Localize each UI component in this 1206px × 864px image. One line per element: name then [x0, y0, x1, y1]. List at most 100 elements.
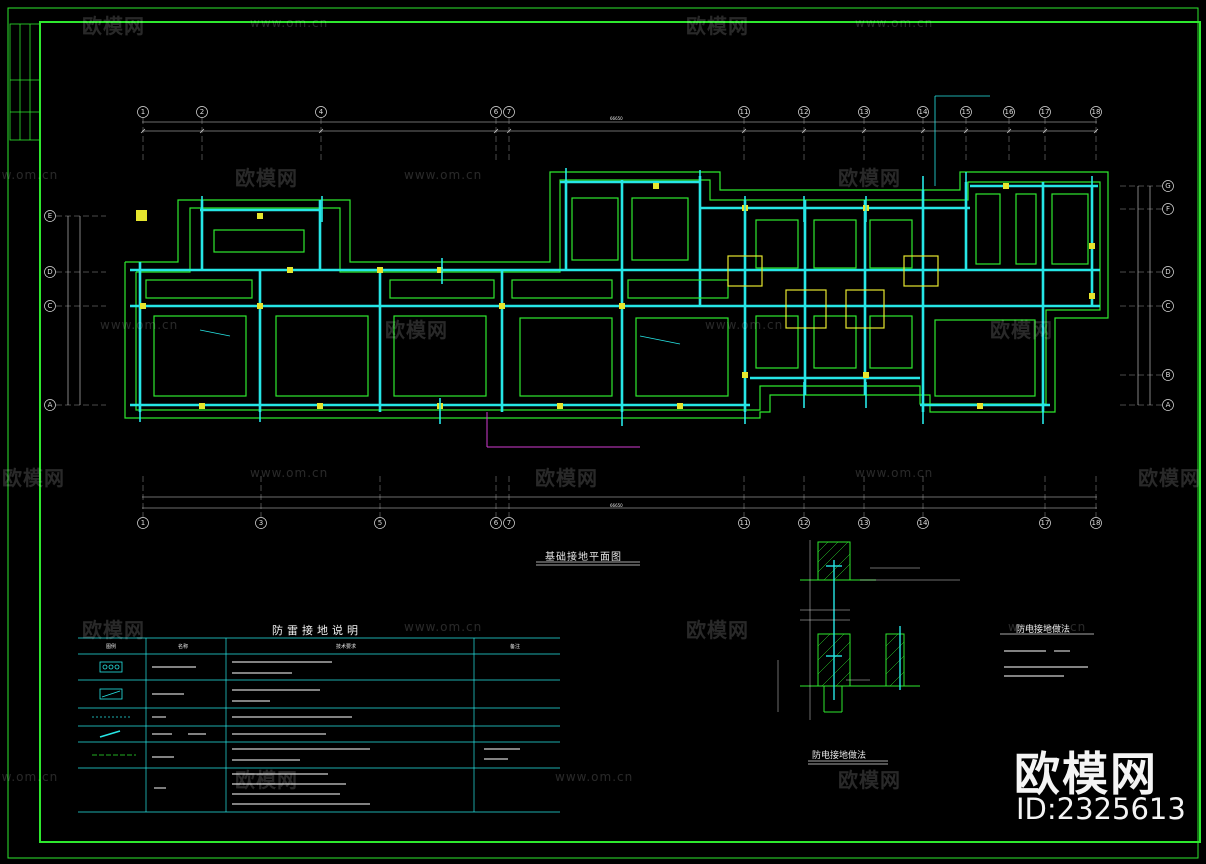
- ground-point-marker: [287, 267, 293, 273]
- ground-point-marker: [437, 267, 443, 273]
- watermark: 欧模网: [686, 618, 749, 642]
- axis-bottom-13: 13: [859, 519, 869, 527]
- axis-bottom-11-bubble: [738, 517, 750, 529]
- axis-top-13-bubble: [858, 106, 870, 118]
- notes-header-legend: 图例: [106, 644, 117, 650]
- axis-bottom-1-bubble: [137, 517, 149, 529]
- axis-right-D: D: [1165, 268, 1171, 276]
- axis-top-11-bubble: [738, 106, 750, 118]
- axis-top-16-bubble: [1003, 106, 1015, 118]
- axis-right-C-bubble: [1162, 300, 1174, 312]
- detail-title-1: 防电接地做法: [1016, 625, 1071, 635]
- watermark: 欧模网: [235, 768, 298, 792]
- ground-point-marker: [377, 267, 383, 273]
- ground-point-marker: [677, 403, 683, 409]
- watermark-url: www.om.cn: [100, 318, 179, 332]
- detail-hatch: [817, 541, 905, 687]
- axis-left-D: D: [47, 268, 53, 276]
- plan-title-underline: [536, 561, 640, 566]
- axis-bottom-3: 3: [258, 519, 264, 527]
- watermark: 欧模网: [686, 14, 749, 38]
- axis-bottom-6: 6: [493, 519, 499, 527]
- axis-top-6-bubble: [490, 106, 502, 118]
- notes-header-name: 名称: [178, 644, 189, 650]
- foundation-outline: [124, 171, 1109, 419]
- title-strip: [9, 23, 41, 141]
- axis-top-2: 2: [199, 108, 205, 116]
- axis-top-15: 15: [961, 108, 971, 116]
- axis-right-F-bubble: [1162, 203, 1174, 215]
- axis-bottom-13-bubble: [858, 517, 870, 529]
- axis-bottom-17-bubble: [1039, 517, 1051, 529]
- axis-grid: [56, 118, 1162, 517]
- detail-title-2: 防电接地做法: [812, 751, 867, 761]
- top-total-dim: 66650: [610, 116, 623, 121]
- ground-point-marker: [653, 183, 659, 189]
- watermark-url: www.om.cn: [855, 16, 934, 30]
- axis-top-15-bubble: [960, 106, 972, 118]
- axis-top-13: 13: [859, 108, 869, 116]
- watermark: 欧模网: [990, 318, 1053, 342]
- watermark: 欧模网: [82, 618, 145, 642]
- watermark-url: www.om.cn: [0, 168, 59, 182]
- detail-section: [800, 541, 920, 713]
- axis-bottom-11: 11: [739, 519, 749, 527]
- axis-left-C-bubble: [44, 300, 56, 312]
- axis-right-C: C: [1165, 302, 1171, 310]
- left-dimensions: [67, 216, 81, 405]
- watermark-url: www.om.cn: [1008, 620, 1087, 634]
- ground-point-marker: [140, 303, 146, 309]
- notes-title: 防雷接地说明: [272, 624, 362, 637]
- axis-bottom-17: 17: [1040, 519, 1050, 527]
- right-dimensions: [1137, 186, 1151, 405]
- axis-top-7-bubble: [503, 106, 515, 118]
- ground-point-marker: [257, 213, 263, 219]
- room-outlines: [145, 193, 1089, 397]
- model-id: ID:2325613: [1016, 792, 1186, 826]
- axis-right-B-bubble: [1162, 369, 1174, 381]
- axis-top-11: 11: [739, 108, 749, 116]
- axis-right-A-bubble: [1162, 399, 1174, 411]
- watermark: 欧模网: [1138, 466, 1201, 490]
- ground-point-marker: [1003, 183, 1009, 189]
- axis-top-2-bubble: [196, 106, 208, 118]
- watermark: 欧模网: [838, 768, 901, 792]
- axis-bottom-5-bubble: [374, 517, 386, 529]
- axis-bottom-1: 1: [140, 519, 146, 527]
- watermark-url: www.om.cn: [705, 318, 784, 332]
- leader-lines: [486, 412, 640, 448]
- legend-symbols: [92, 661, 136, 756]
- axis-right-G: G: [1165, 182, 1171, 190]
- axis-top-1: 1: [140, 108, 146, 116]
- top-dimensions: [140, 121, 1099, 134]
- axis-top-17: 17: [1040, 108, 1050, 116]
- bottom-total-dim: 66650: [610, 503, 623, 508]
- watermark: 欧模网: [82, 14, 145, 38]
- detail-notes: [1004, 650, 1088, 677]
- axis-left-E-bubble: [44, 210, 56, 222]
- axis-bottom-12: 12: [799, 519, 809, 527]
- axis-top-4-bubble: [315, 106, 327, 118]
- axis-left-D-bubble: [44, 266, 56, 278]
- ground-markers: [136, 183, 1095, 409]
- ground-point-marker: [742, 372, 748, 378]
- axis-left-C: C: [47, 302, 53, 310]
- axis-top-4: 4: [318, 108, 324, 116]
- ground-point-marker: [499, 303, 505, 309]
- pile-caps: [727, 255, 939, 329]
- watermark-url: www.om.cn: [855, 466, 934, 480]
- axis-top-1-bubble: [137, 106, 149, 118]
- axis-right-D-bubble: [1162, 266, 1174, 278]
- ground-point-marker: [557, 403, 563, 409]
- ground-point-marker: [317, 403, 323, 409]
- ground-point-marker: [1089, 293, 1095, 299]
- watermark-url: www.om.cn: [555, 770, 634, 784]
- axis-top-7: 7: [506, 108, 512, 116]
- axis-bottom-5: 5: [377, 519, 383, 527]
- axis-bottom-18: 18: [1091, 519, 1101, 527]
- axis-top-14-bubble: [917, 106, 929, 118]
- test-point-marker: [136, 210, 147, 221]
- ground-point-marker: [257, 303, 263, 309]
- notes-header-requirement: 技术要求: [336, 644, 357, 650]
- axis-right-F: F: [1165, 205, 1171, 213]
